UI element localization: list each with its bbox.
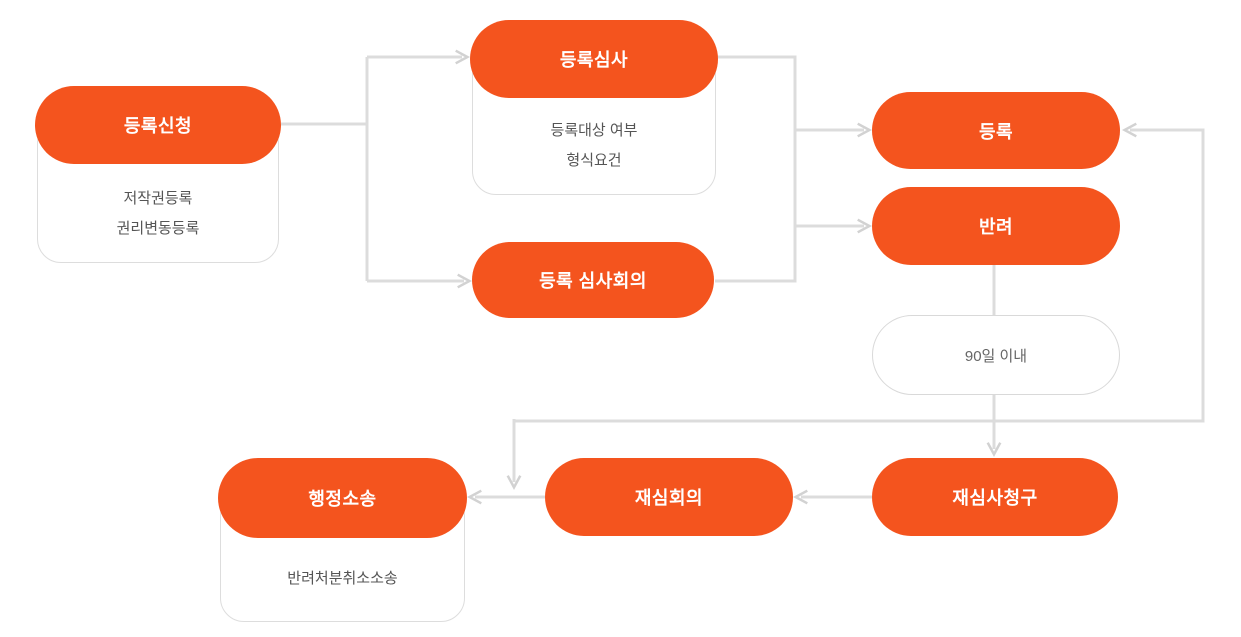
node-register: 등록 [872, 92, 1120, 169]
exam-detail-line: 형식요건 [566, 151, 622, 169]
node-reject: 반려 [872, 187, 1120, 265]
arrow-loop-to-register [514, 122, 1205, 423]
line-exam-bus [715, 55, 797, 283]
node-exam: 등록심사 [470, 20, 718, 98]
node-apply: 등록신청 [35, 86, 281, 164]
node-reexam-meeting: 재심회의 [545, 458, 793, 536]
node-reexam-request: 재심사청구 [872, 458, 1118, 536]
note-90-days: 90일 이내 [872, 315, 1120, 395]
apply-detail-line: 권리변동등록 [116, 219, 200, 237]
litigation-detail-line: 반려처분취소소송 [287, 570, 398, 587]
node-exam-meeting: 등록 심사회의 [472, 242, 714, 318]
exam-detail-line: 등록대상 여부 [550, 121, 638, 139]
apply-detail-line: 저작권등록 [123, 189, 193, 207]
node-litigation: 행정소송 [218, 458, 467, 538]
